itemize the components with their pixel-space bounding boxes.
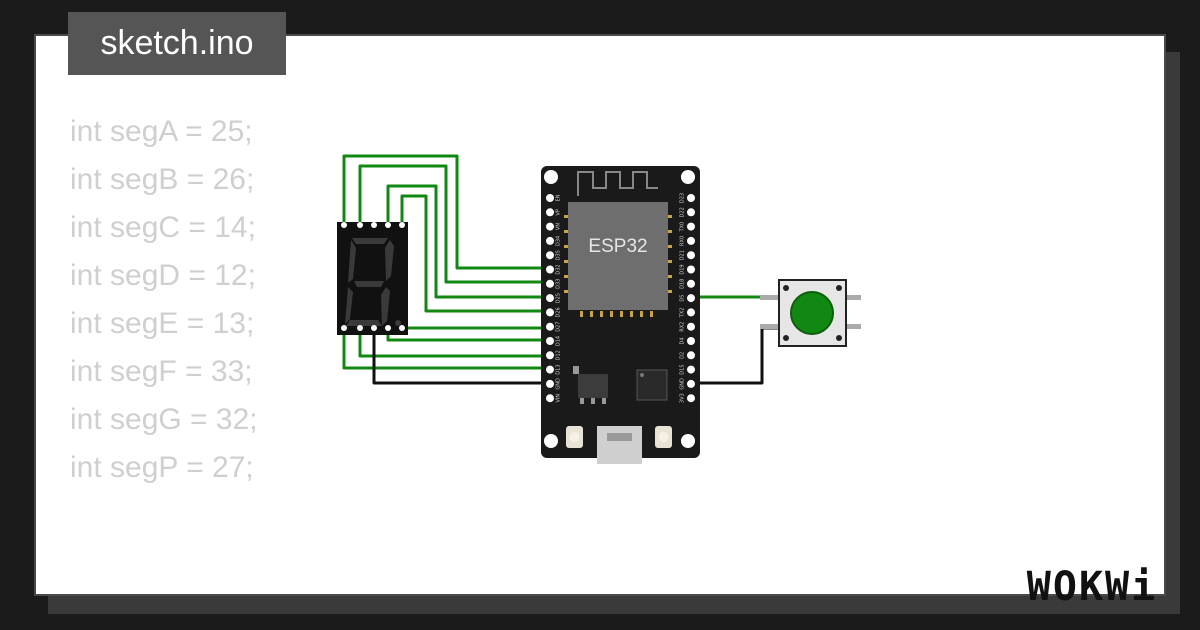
- right-pin-pad: [687, 394, 695, 403]
- wire-segP: [358, 330, 550, 358]
- right-pin-pad: [687, 337, 695, 345]
- right-pin-label: TX2: [680, 308, 686, 319]
- right-pin-label: D19: [680, 264, 686, 274]
- left-pin-label: EN: [556, 194, 562, 201]
- left-pin-pad: [546, 208, 554, 217]
- pushbutton-icon: [760, 279, 861, 347]
- left-pin-pad: [546, 251, 554, 260]
- left-pin-label: D14: [556, 336, 562, 346]
- left-pin-label: VP: [556, 209, 562, 215]
- right-pin-label: D5: [680, 295, 686, 302]
- right-pin-label: RX0: [680, 236, 686, 246]
- wire-segB: [358, 164, 550, 284]
- right-pin-pad: [687, 222, 695, 231]
- wire-gnd-display: [372, 330, 550, 385]
- right-pin-label: D18: [680, 279, 686, 289]
- right-pin-pad: [687, 308, 695, 317]
- wire-gnd-button: [692, 326, 781, 385]
- wokwi-logo-icon: WOKWi: [1027, 564, 1157, 610]
- right-pin-label: RX2: [680, 322, 686, 332]
- right-pin-label: GND: [680, 378, 686, 390]
- right-pin-pad: [687, 251, 695, 260]
- left-pin-pad: [546, 337, 554, 345]
- right-pin-label: 3V3: [680, 393, 686, 403]
- left-pin-label: VIN: [556, 394, 562, 403]
- left-pin-label: D12: [556, 350, 562, 360]
- wire-segD: [400, 194, 550, 313]
- left-pin-label: GND: [556, 378, 562, 390]
- code-line: int segA = 25;: [70, 115, 253, 148]
- right-pin-pad: [687, 208, 695, 217]
- right-pin-pad: [687, 322, 695, 331]
- left-pin-pad: [546, 279, 554, 288]
- right-pin-pad: [687, 351, 695, 360]
- right-pin-pad: [687, 194, 695, 202]
- wire-segC: [386, 184, 550, 299]
- code-line: int segP = 27;: [70, 451, 254, 484]
- right-pin-pad: [687, 236, 695, 245]
- right-pin-pad: [687, 365, 695, 374]
- left-pin-pad: [546, 294, 554, 303]
- left-pin-pad: [546, 351, 554, 360]
- right-pin-pad: [687, 265, 695, 274]
- right-pin-label: D22: [680, 207, 686, 217]
- wire-segE: [386, 330, 550, 342]
- left-pin-label: D27: [556, 322, 562, 332]
- code-listing: int segA = 25; int segB = 26; int segC =…: [70, 108, 258, 594]
- seven-segment-display-icon: [337, 222, 408, 335]
- code-line: int segG = 32;: [70, 403, 258, 436]
- right-pin-label: D21: [680, 250, 686, 260]
- code-line-faded: void setup() {: [70, 586, 245, 594]
- left-pin-label: VN: [556, 223, 562, 230]
- left-pin-label: D25: [556, 293, 562, 303]
- code-line: int segC = 14;: [70, 211, 256, 244]
- left-pin-pad: [546, 322, 554, 331]
- left-pin-label: D35: [556, 250, 562, 260]
- brand-wordmark: WOKWi: [1027, 564, 1157, 610]
- left-pin-pad: [546, 236, 554, 245]
- right-pin-pad: [687, 294, 695, 303]
- right-pin-label: D4: [680, 337, 686, 344]
- right-pin-label: D23: [680, 193, 686, 203]
- wire-segA: [342, 154, 550, 270]
- right-pin-pad: [687, 379, 695, 388]
- right-pin-pad: [687, 279, 695, 288]
- right-pin-label: D15: [680, 364, 686, 374]
- left-pin-label: D33: [556, 279, 562, 289]
- left-pin-pad: [546, 379, 554, 388]
- left-pin-label: D34: [556, 236, 562, 246]
- code-line: int segD = 12;: [70, 259, 256, 292]
- code-line: int segF = 33;: [70, 355, 253, 388]
- esp32-board-icon: ESP32 ENVPVND34D35D32D33D25D26D27D14D12D…: [541, 166, 700, 464]
- left-pin-pad: [546, 394, 554, 403]
- left-pin-pad: [546, 365, 554, 374]
- left-pin-pad: [546, 222, 554, 231]
- left-pin-pad: [546, 265, 554, 274]
- wire-segG: [342, 330, 550, 370]
- code-line: int segB = 26;: [70, 163, 255, 196]
- left-pin-label: D13: [556, 364, 562, 374]
- left-pin-label: D32: [556, 264, 562, 274]
- left-pin-pad: [546, 308, 554, 317]
- right-pin-label: D2: [680, 352, 686, 359]
- right-pin-label: TX0: [680, 222, 686, 233]
- left-pin-pad: [546, 194, 554, 202]
- filename-tab: sketch.ino: [68, 12, 286, 75]
- chip-label: ESP32: [588, 236, 647, 257]
- code-line: int segE = 13;: [70, 307, 255, 340]
- left-pin-label: D26: [556, 307, 562, 317]
